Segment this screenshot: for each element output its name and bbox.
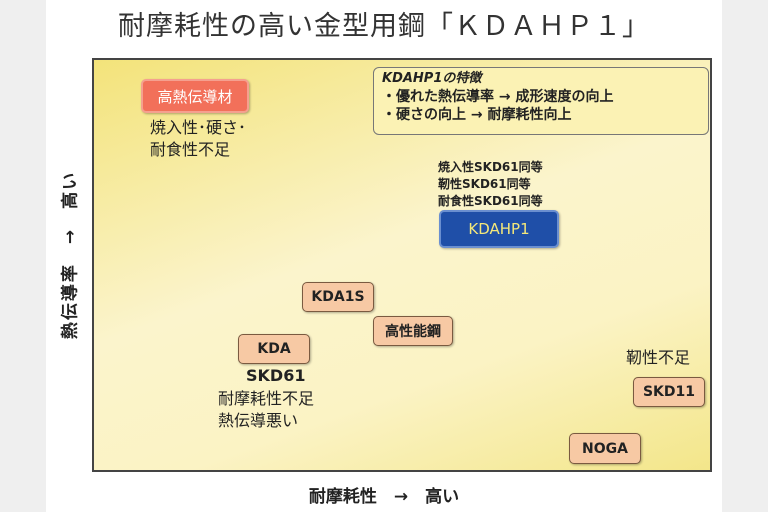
skd11-box: SKD11 <box>633 377 705 407</box>
feature-item: ・優れた熱伝導率 → 成形速度の向上 <box>382 89 614 105</box>
y-axis-label: 熱伝導率 → 高い <box>60 170 81 340</box>
x-axis-label: 耐摩耗性 → 高い <box>308 487 460 507</box>
skd61-notes: 耐摩耗性不足 熱伝導悪い <box>218 388 314 432</box>
features-heading: KDAHP1の特徴 <box>382 71 482 86</box>
note-line: 耐食性不足 <box>150 140 231 159</box>
kdahp1-box: KDAHP1 <box>439 210 559 248</box>
page-title: 耐摩耗性の高い金型用鋼「ＫＤＡＨＰ１」 <box>118 11 650 42</box>
skd61-label: SKD61 <box>246 366 306 385</box>
note-line: 耐食性SKD61同等 <box>438 194 543 208</box>
features-box: KDAHP1の特徴 ・優れた熱伝導率 → 成形速度の向上 ・硬さの向上 → 耐摩… <box>373 67 709 135</box>
high-conductivity-box: 高熱伝導材 <box>141 79 249 113</box>
kdahp1-notes: 焼入性SKD61同等 靭性SKD61同等 耐食性SKD61同等 <box>438 159 543 210</box>
kda1s-box: KDA1S <box>302 282 374 312</box>
note-line: 靭性SKD61同等 <box>438 177 531 191</box>
feature-item: ・硬さの向上 → 耐摩耗性向上 <box>382 107 572 123</box>
note-line: 焼入性･硬さ･ <box>150 118 247 137</box>
note-line: 熱伝導悪い <box>218 411 299 430</box>
high-conductivity-notes: 焼入性･硬さ･ 耐食性不足 <box>150 117 246 161</box>
noga-box: NOGA <box>569 433 641 464</box>
high-performance-steel-box: 高性能鋼 <box>373 316 453 346</box>
kda-box: KDA <box>238 334 310 364</box>
note-line: 耐摩耗性不足 <box>218 389 315 408</box>
note-line: 焼入性SKD61同等 <box>438 160 543 174</box>
skd11-note: 靭性不足 <box>626 348 691 367</box>
